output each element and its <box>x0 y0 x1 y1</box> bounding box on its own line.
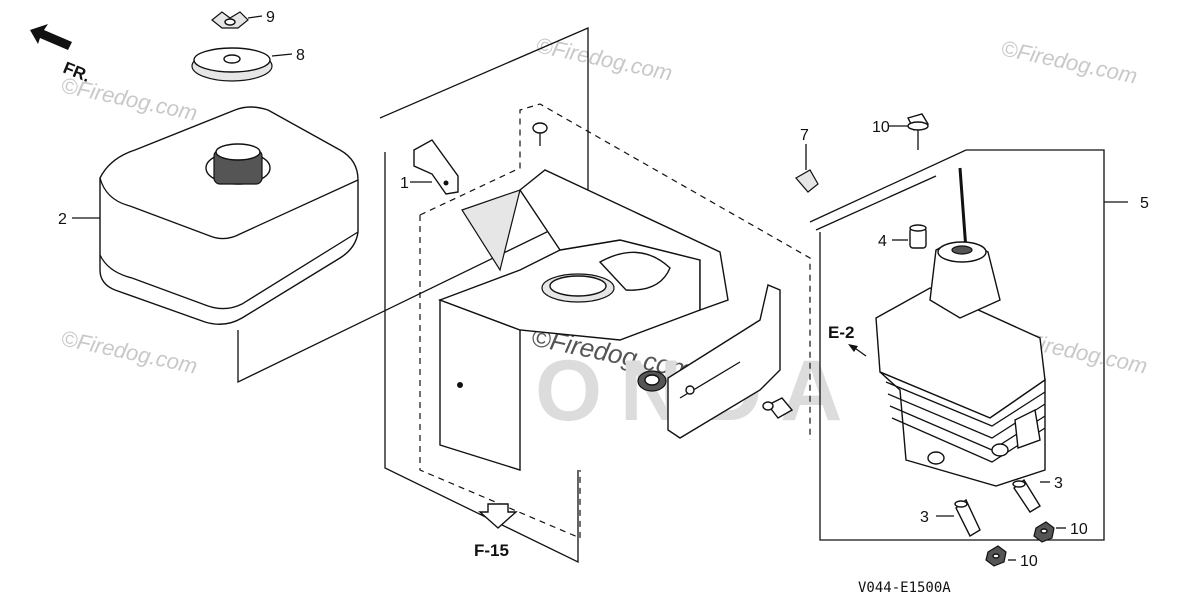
callout-8: 7 <box>800 127 809 144</box>
callout-5: 5 <box>1140 195 1149 212</box>
bracket-part: 1 <box>400 139 459 195</box>
bolt-part <box>762 397 794 419</box>
screw-part <box>532 122 548 146</box>
f15-reference-label: F-15 <box>474 541 509 560</box>
callout-1: 1 <box>400 175 409 192</box>
shroud-part <box>438 169 729 471</box>
callout-3b: 3 <box>920 509 929 526</box>
wing-nut-part: 9 <box>211 9 275 29</box>
front-arrow-icon: FR. <box>30 24 93 86</box>
callout-3a: 3 <box>1054 475 1063 492</box>
air-cleaner-frame <box>809 149 1105 541</box>
flange-nut-part: 10 <box>1033 521 1088 543</box>
flange-nut-part: 10 <box>985 545 1038 570</box>
side-panel-part <box>667 284 781 439</box>
e2-reference-label: E-2 <box>828 323 854 342</box>
tube-part: 3 <box>920 498 981 537</box>
watermark-text: ©Firedog.com <box>59 325 200 378</box>
callout-4: 4 <box>878 233 887 250</box>
callout-9: 10 <box>872 119 890 136</box>
f15-reference: F-15 <box>474 503 518 560</box>
down-arrow-icon <box>478 503 518 529</box>
tube-part: 3 <box>1012 475 1063 513</box>
callout-10a: 10 <box>1070 521 1088 538</box>
clip-part: 7 <box>795 127 819 193</box>
e2-reference: E-2 <box>828 323 867 357</box>
assembly-frame-center <box>384 152 579 564</box>
flange-bolt-part: 10 <box>872 113 930 150</box>
collar-part: 4 <box>878 224 927 250</box>
callout-6: 8 <box>296 47 305 64</box>
fuel-tank-part: 2 <box>58 106 359 325</box>
watermark-text: ©Firedog.com <box>534 32 675 85</box>
callout-2: 2 <box>58 211 67 228</box>
callout-10b: 10 <box>1020 553 1038 570</box>
air-cleaner-part <box>875 167 1046 487</box>
cap-part: 8 <box>191 47 305 82</box>
callout-7: 9 <box>266 9 275 26</box>
grommet-part <box>637 370 667 392</box>
arrow-icon <box>848 344 858 352</box>
diagram-code: V044-E1500A <box>858 580 951 596</box>
watermark-text: ©Firedog.com <box>999 35 1140 88</box>
frame-edge <box>815 175 937 231</box>
